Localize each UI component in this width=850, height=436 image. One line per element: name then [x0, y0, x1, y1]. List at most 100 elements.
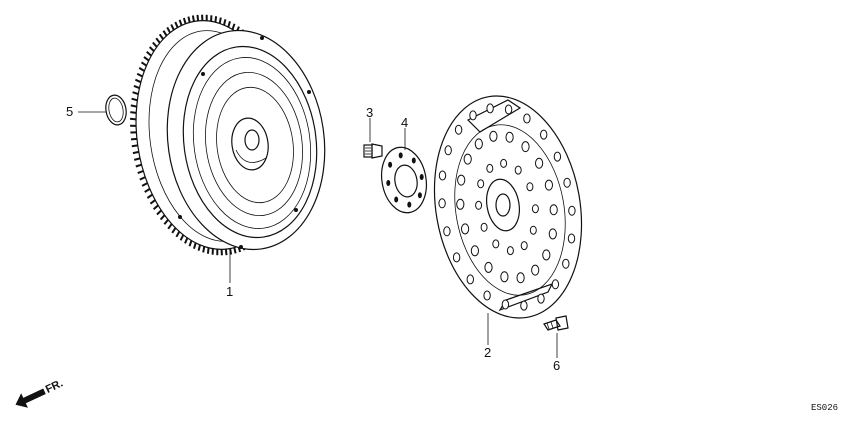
backing-hole — [386, 180, 391, 186]
gear-tooth — [131, 97, 138, 102]
drive-plate-center — [486, 178, 520, 232]
gear-tooth — [149, 199, 156, 205]
drive-plate-hole — [454, 124, 463, 135]
drive-plate-hole — [551, 279, 560, 290]
drive-plate-hole — [549, 204, 558, 216]
drive-plate-hole — [520, 241, 528, 251]
drive-plate-hole — [523, 113, 531, 124]
gear-tooth — [184, 237, 189, 244]
drive-plate-hole — [486, 163, 494, 173]
drive-plate-hole — [553, 151, 562, 162]
flex-plate-holes — [178, 36, 311, 249]
drive-plate-hole — [452, 252, 461, 263]
drive-plate-hole — [537, 293, 545, 304]
converter-shell-ring-3 — [216, 86, 294, 204]
callout-2: 2 — [484, 345, 491, 360]
drive-plate-hole — [505, 131, 514, 143]
gear-tooth — [134, 78, 142, 84]
drive-plate-hole — [486, 103, 494, 114]
drive-plate-hole — [562, 258, 570, 269]
gear-tooth — [175, 231, 181, 238]
gear-tooth — [178, 19, 183, 26]
backing-hole — [419, 174, 424, 180]
drive-plate-hole — [501, 299, 510, 310]
drive-plate-hole — [470, 245, 479, 257]
gear-tooth — [188, 240, 193, 247]
gear-tooth — [159, 214, 166, 221]
backing-hole — [394, 196, 399, 203]
gear-tooth — [231, 23, 236, 30]
drive-plate-hole — [520, 300, 528, 311]
o-ring — [105, 94, 127, 126]
drive-plate-hole — [531, 204, 539, 214]
drive-plate-hole — [516, 272, 525, 284]
diagram-code: ES026 — [811, 403, 838, 413]
gear-tooth — [132, 150, 139, 155]
drive-plate-hole — [544, 179, 554, 191]
drive-plate-hole — [540, 129, 548, 140]
front-arrow-icon — [15, 388, 46, 408]
gear-tooth — [167, 223, 173, 230]
converter-shell-outer — [182, 45, 318, 239]
gear-tooth — [197, 244, 201, 251]
backing-plate-holes — [386, 152, 424, 208]
drive-plate-ring — [454, 124, 566, 296]
converter-shell-ring-2 — [205, 71, 303, 217]
drive-plate-hole — [456, 198, 465, 210]
drive-plate-bore — [495, 193, 511, 217]
gear-tooth — [152, 204, 159, 211]
converter-hub-pilot — [244, 129, 260, 151]
drive-plate-hole — [548, 228, 557, 240]
drive-plate-hole — [444, 145, 452, 156]
drive-plate-hole — [461, 223, 470, 235]
gear-tooth — [137, 170, 144, 175]
gear-tooth — [196, 14, 200, 21]
gear-tooth — [141, 182, 148, 187]
drive-plate-hole — [489, 130, 498, 142]
gear-tooth — [229, 248, 233, 255]
drive-plate-hole — [526, 182, 534, 192]
backing-hole — [388, 161, 393, 168]
gear-tooth — [191, 15, 195, 22]
backing-hole — [417, 192, 422, 199]
gear-tooth — [158, 33, 165, 40]
gear-tooth — [214, 16, 218, 23]
drive-plate-hole — [521, 141, 530, 153]
callout-1: 1 — [226, 284, 233, 299]
drive-plate-hole — [483, 290, 491, 301]
drive-plate-hole — [535, 157, 544, 169]
gear-tooth — [131, 144, 138, 148]
gear-tooth — [171, 227, 177, 234]
gear-tooth — [223, 19, 227, 26]
front-indicator: FR. — [15, 377, 65, 408]
backing-plate — [380, 146, 428, 214]
gear-tooth — [140, 61, 148, 67]
gear-tooth — [233, 247, 237, 254]
drive-plate — [433, 95, 583, 319]
drive-plate-hole — [531, 264, 540, 276]
gear-tooth — [187, 16, 191, 23]
converter-hub — [231, 117, 269, 171]
gear-tooth — [149, 46, 155, 52]
gear-tooth — [139, 176, 146, 181]
drive-plate-hole — [438, 170, 447, 181]
drive-plate-hole — [463, 153, 472, 165]
backing-hole — [398, 152, 403, 159]
gear-tooth — [193, 242, 197, 249]
drive-plate-hole — [500, 271, 509, 283]
drive-plate-hole — [492, 239, 500, 249]
callout-6: 6 — [553, 358, 560, 373]
converter-shell-ring — [192, 57, 312, 229]
gear-tooth — [224, 249, 228, 256]
gear-tooth — [163, 219, 169, 225]
gear-tooth — [130, 111, 137, 114]
gear-tooth — [218, 17, 222, 24]
drive-plate-hole — [469, 110, 477, 121]
gear-tooth — [174, 21, 179, 28]
gear-tooth — [170, 24, 175, 31]
drive-plate-hole — [466, 274, 474, 285]
gear-tooth — [130, 137, 137, 141]
drive-plate-hole — [563, 177, 571, 188]
drive-plate-hole — [500, 158, 508, 168]
